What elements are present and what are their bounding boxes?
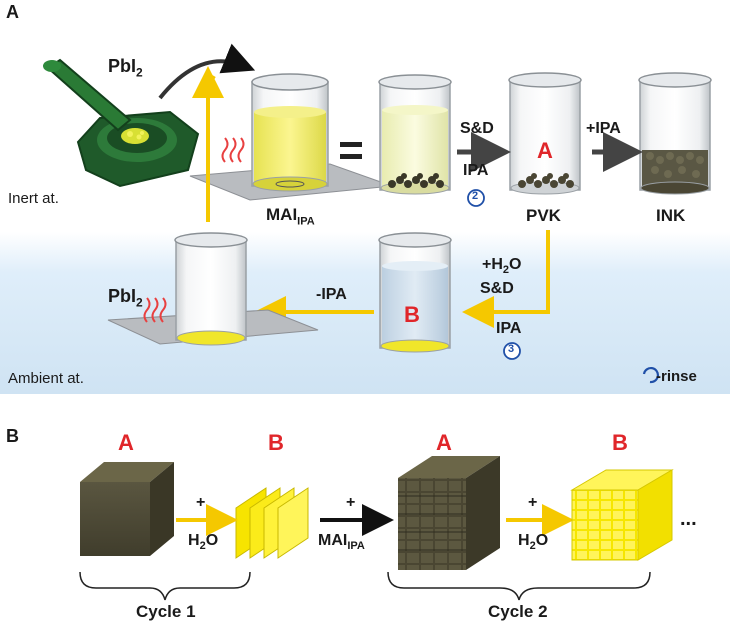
b-beaker [378, 232, 452, 353]
mai-label-b: MAIIPA [318, 532, 365, 553]
arrow-pvk-to-b [462, 230, 550, 328]
precursor-beaker [378, 74, 452, 195]
panel-a-label: A [6, 2, 19, 22]
rinse-label: -rinse [656, 368, 697, 385]
rinse-step-3-icon [503, 342, 521, 360]
ink-beaker [638, 72, 712, 195]
block-structure-a-icon [398, 456, 500, 570]
state-a-label: A [537, 138, 553, 163]
ipa-label-2: IPA [496, 320, 522, 337]
rinse-step-2-icon [467, 189, 485, 207]
top-a-cycle1: A [118, 430, 134, 455]
plus-h2o-label: +H2O [482, 256, 522, 277]
plus-1: + [196, 494, 206, 511]
cycle-1-brace [79, 571, 251, 601]
top-b-cycle2: B [612, 430, 628, 455]
sd-label: S&D [460, 120, 494, 137]
pvk-label: PVK [526, 206, 561, 225]
pbi2-beaker-bottom [174, 232, 248, 346]
h2o-label-2: H2O [518, 532, 549, 553]
minus-ipa-label: -IPA [316, 286, 347, 303]
cube-a-icon [80, 462, 174, 556]
plus-2: + [346, 494, 356, 511]
rinse-step-3-number: 3 [508, 343, 515, 355]
panel-b-label: B [6, 426, 19, 446]
ambient-atmosphere-label: Ambient at. [8, 370, 84, 387]
ellipsis: ... [680, 508, 697, 530]
ink-label: INK [656, 206, 686, 225]
cycle-2-brace [387, 571, 651, 601]
pvk-beaker [508, 72, 582, 195]
cycle-1-label: Cycle 1 [136, 602, 196, 621]
sd-label-2: S&D [480, 280, 514, 297]
mortar-pestle-icon [43, 58, 200, 188]
rinse-step-2-number: 2 [472, 190, 479, 202]
top-a-cycle2: A [436, 430, 452, 455]
mai-ipa-label: MAIIPA [266, 205, 315, 228]
top-b-cycle1: B [268, 430, 284, 455]
heat-icon [221, 137, 245, 163]
sheets-b-icon [235, 487, 309, 559]
pbi2-top-label: PbI2 [108, 56, 143, 80]
plus-ipa-label: +IPA [586, 120, 621, 137]
inert-atmosphere-label: Inert at. [8, 190, 59, 207]
rinse-icon [642, 367, 659, 384]
mai-ipa-beaker [251, 73, 329, 192]
heat-icon-bottom [143, 297, 167, 323]
ipa-label: IPA [463, 162, 489, 179]
plus-3: + [528, 494, 538, 511]
state-b-label: B [404, 302, 420, 327]
cycle-2-label: Cycle 2 [488, 602, 548, 621]
arrow-pbi2-to-mai [158, 43, 256, 100]
pbi2-bottom-label: PbI2 [108, 286, 143, 310]
h2o-label-1: H2O [188, 532, 219, 553]
equals-sign [340, 142, 362, 159]
grid-structure-b-icon [570, 469, 674, 561]
